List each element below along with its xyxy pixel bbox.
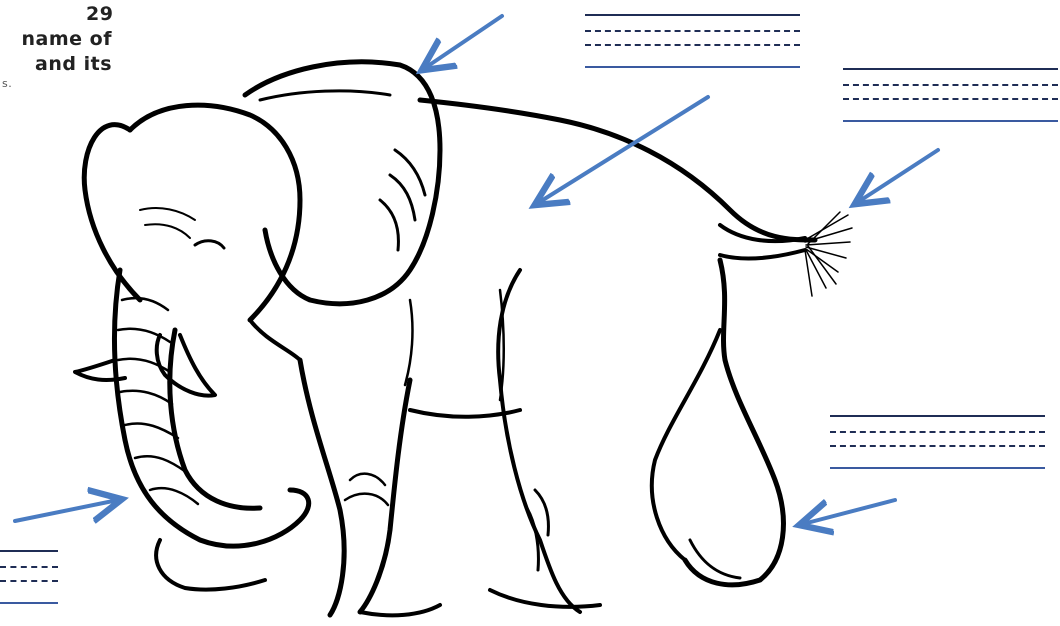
elephant-ear [242, 59, 443, 307]
arrow-tail [858, 148, 940, 202]
elephant-tusk-right [154, 333, 217, 398]
elephant-back-outline [417, 97, 818, 243]
arrow-leg [803, 498, 897, 524]
instruction-line-1: name of [21, 28, 112, 50]
elephant-illustration [73, 59, 853, 618]
elephant-trunk [112, 267, 312, 549]
elephant-belly [408, 408, 522, 419]
elephant-tail [718, 223, 807, 261]
label-arrows [13, 14, 940, 524]
worksheet-instructions: 29 name of and its s. [0, 2, 114, 91]
arrow-trunk [13, 500, 118, 521]
elephant-rear-leg [682, 257, 786, 588]
elephant-tusk-left [73, 358, 127, 382]
elephant-head [127, 102, 303, 323]
arrow-body [538, 95, 710, 203]
elephant-eye [193, 239, 226, 250]
answer-lines-trunk[interactable] [0, 550, 58, 608]
elephant-tail-tuft [804, 211, 853, 297]
answer-lines-ear[interactable] [585, 14, 800, 72]
answer-lines-body[interactable] [843, 68, 1058, 126]
instruction-line-3: s. [2, 77, 13, 90]
instruction-line-2: and its [35, 53, 112, 75]
elephant-front-leg [357, 377, 413, 615]
answer-lines-leg[interactable] [830, 415, 1045, 473]
arrow-ear [425, 14, 504, 68]
elephant-trunk-wrinkles [116, 296, 200, 506]
question-number: 29 [86, 3, 114, 25]
